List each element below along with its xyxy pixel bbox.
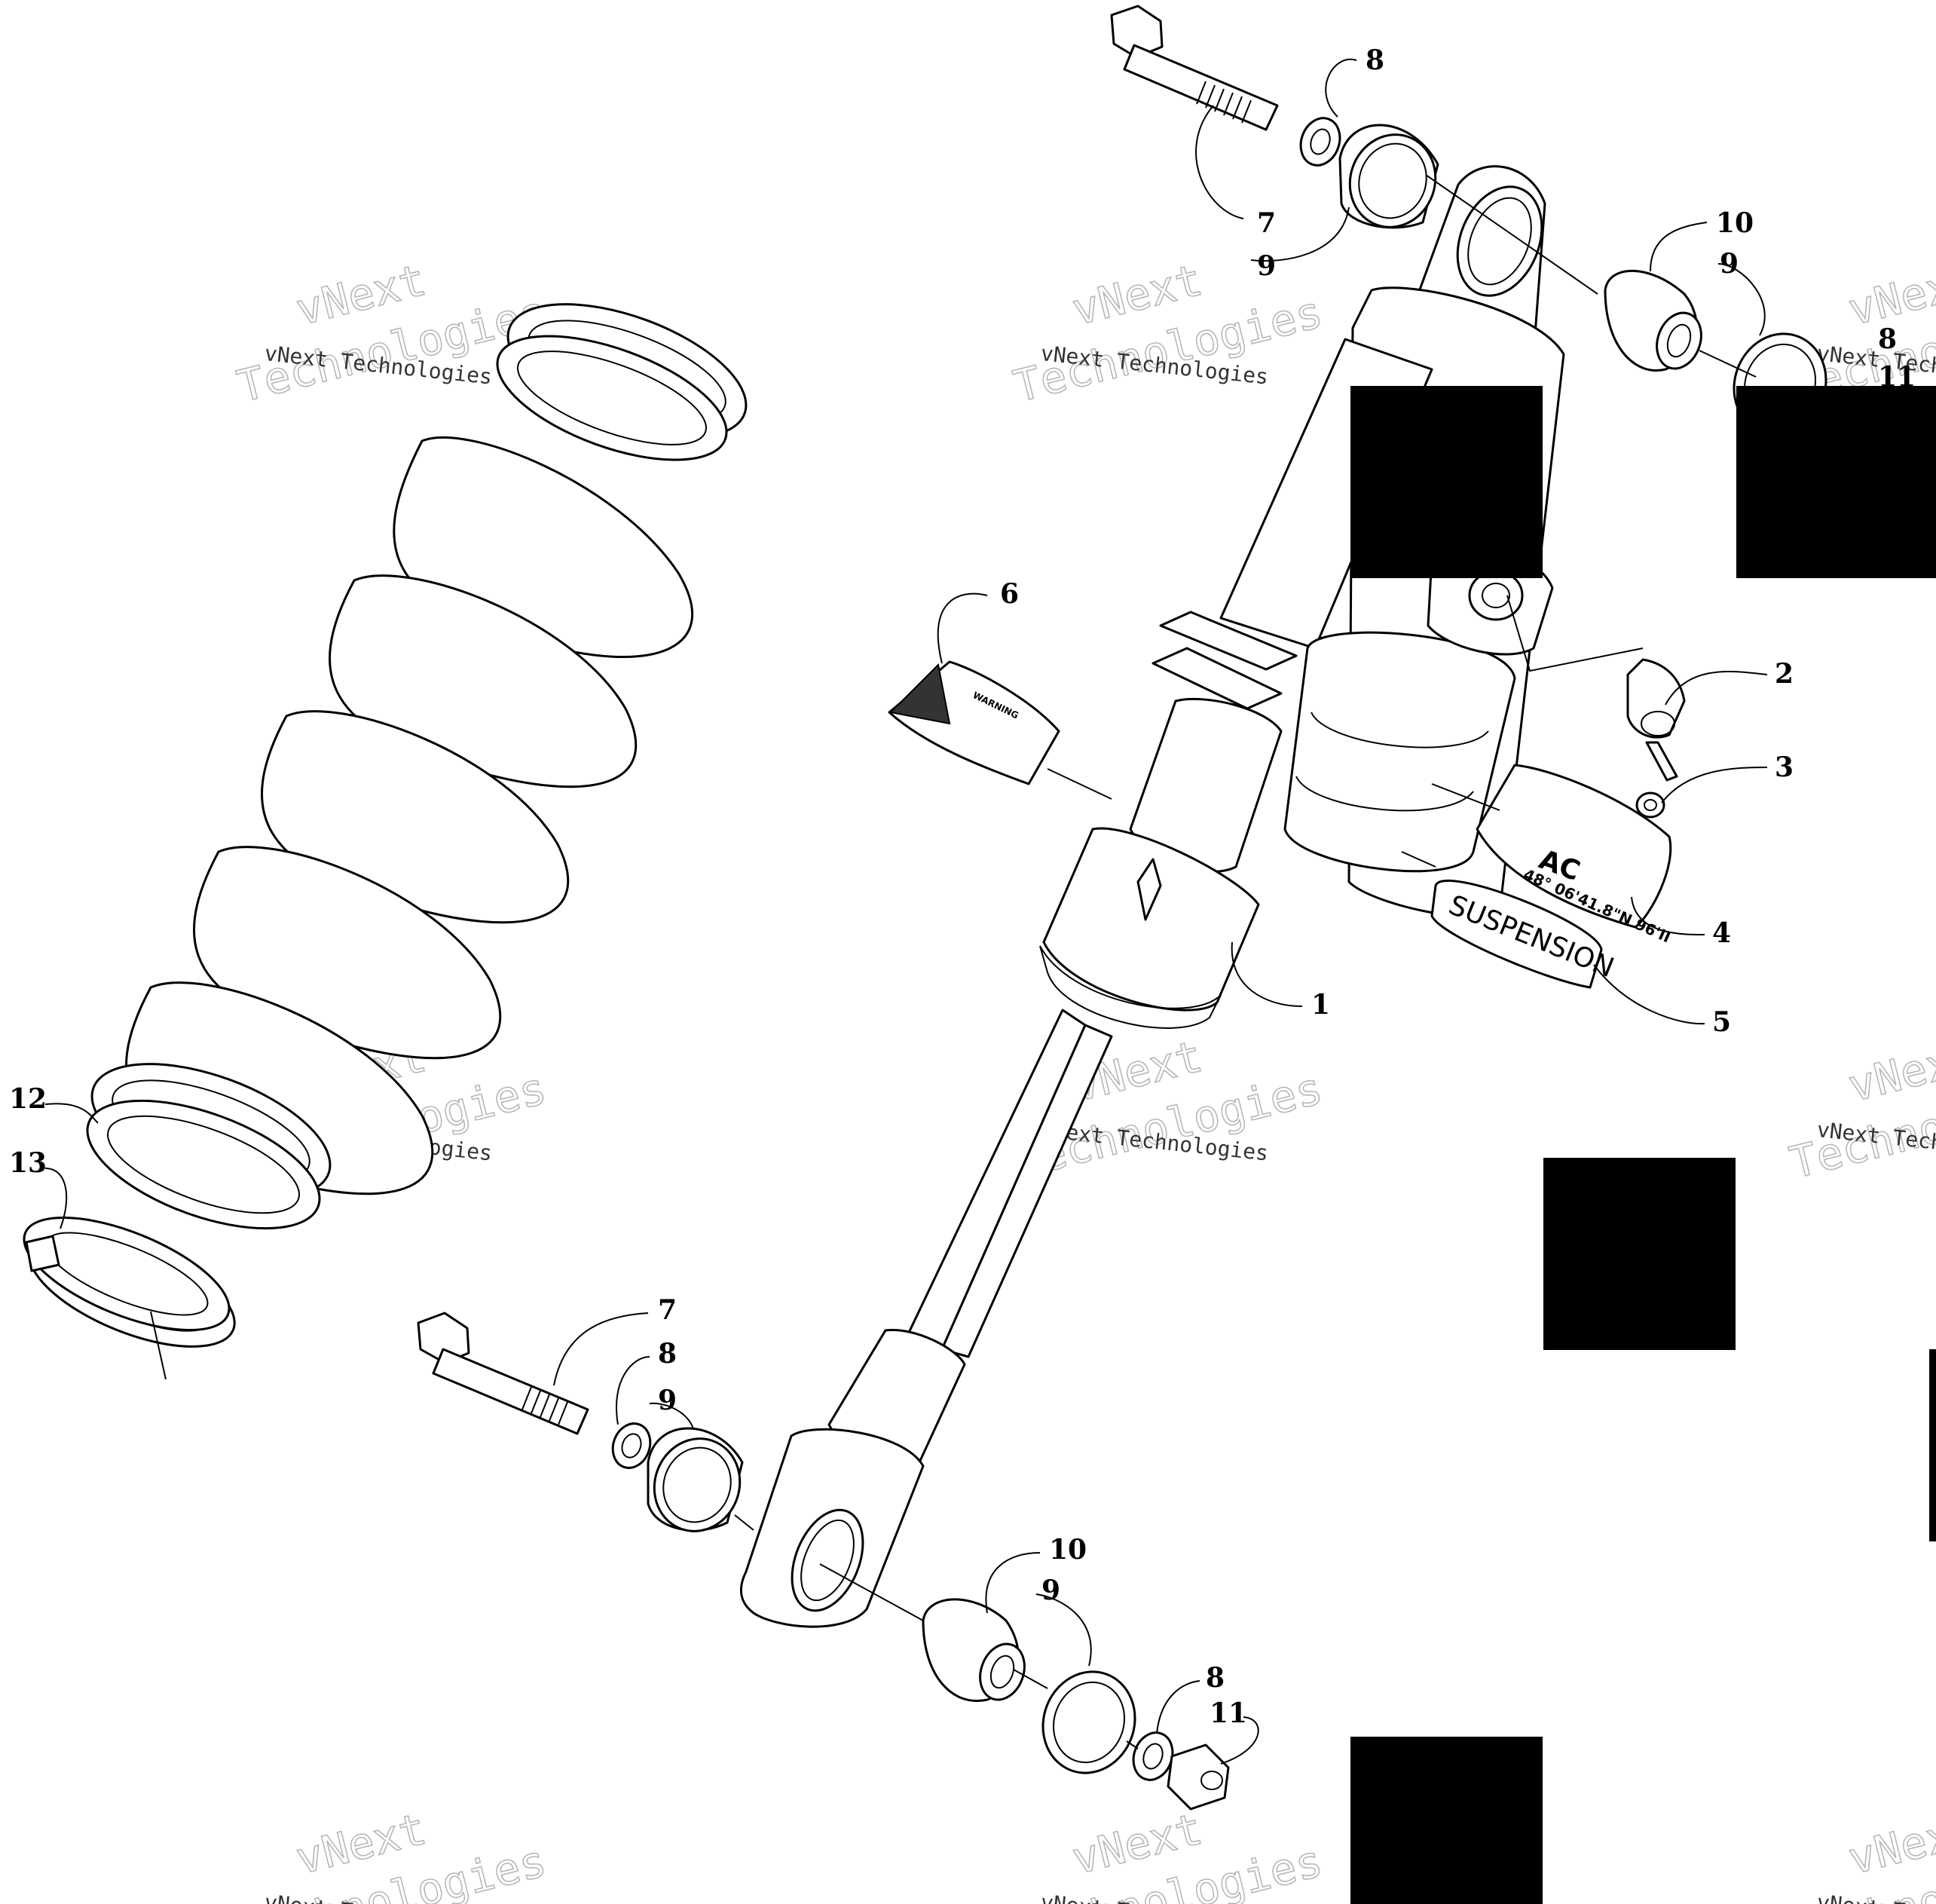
callout-number-c-8-top-right: 8 — [1878, 323, 1897, 355]
bottom-bushing-left — [647, 1427, 744, 1532]
callout-number-c-9-bottom-right: 9 — [1041, 1575, 1060, 1606]
callout-number-c-9-bottom-left: 9 — [658, 1385, 677, 1416]
redaction-block — [1350, 1737, 1543, 1904]
redaction-block — [1543, 1158, 1736, 1350]
callout-number-c-9-top-left: 9 — [1257, 250, 1276, 282]
callout-number-c-13: 13 — [9, 1147, 47, 1179]
bottom-bushing-right — [1041, 1670, 1136, 1774]
coil-spring — [86, 303, 748, 1230]
callout-number-c-10-bottom: 10 — [1049, 1534, 1087, 1566]
callout-number-c-7-bottom: 7 — [658, 1294, 677, 1326]
callout-number-c-9-top-right: 9 — [1720, 248, 1739, 280]
callout-number-c-7-top: 7 — [1257, 207, 1276, 239]
top-bolt — [1110, 5, 1279, 131]
callout-number-c-8-top: 8 — [1366, 44, 1384, 76]
callout-number-c-1: 1 — [1311, 989, 1330, 1021]
bottom-nut — [1167, 1743, 1230, 1811]
redaction-block — [1736, 386, 1936, 578]
shock-shaft — [907, 1009, 1113, 1358]
bottom-bolt — [417, 1312, 589, 1435]
redaction-block — [1929, 1349, 1936, 1541]
bottom-spherical-bearing — [922, 1598, 1026, 1702]
callout-number-c-5: 5 — [1712, 1006, 1731, 1038]
redaction-block — [1350, 386, 1543, 578]
callout-number-c-3: 3 — [1775, 751, 1794, 783]
callout-number-c-6: 6 — [1000, 578, 1019, 610]
spring-retainer-ring — [23, 1216, 236, 1348]
air-valve — [1626, 658, 1686, 782]
valve-screw — [1635, 791, 1665, 819]
top-bushing-left — [1338, 124, 1439, 229]
callout-number-c-8-bottom-right: 8 — [1206, 1662, 1225, 1694]
callout-number-c-8-bottom: 8 — [658, 1338, 677, 1370]
warning-decal: WARNING — [888, 660, 1060, 785]
watermark-big-word: vNext — [1843, 1030, 1936, 1112]
callout-number-c-2: 2 — [1775, 658, 1794, 690]
leader-lines — [44, 58, 1768, 1765]
bottom-washer — [611, 1422, 652, 1469]
callout-number-c-12: 12 — [9, 1083, 47, 1115]
redaction-blocks — [1350, 386, 1936, 1904]
top-washer — [1299, 117, 1341, 167]
callout-number-c-11-bottom-right: 11 — [1210, 1697, 1247, 1729]
top-spherical-bearing — [1604, 269, 1702, 372]
callout-number-c-4: 4 — [1712, 917, 1731, 949]
lower-eyelet — [739, 1328, 966, 1628]
watermark-big-word: vNext — [1843, 1803, 1936, 1884]
callout-number-c-10-top: 10 — [1716, 207, 1754, 239]
